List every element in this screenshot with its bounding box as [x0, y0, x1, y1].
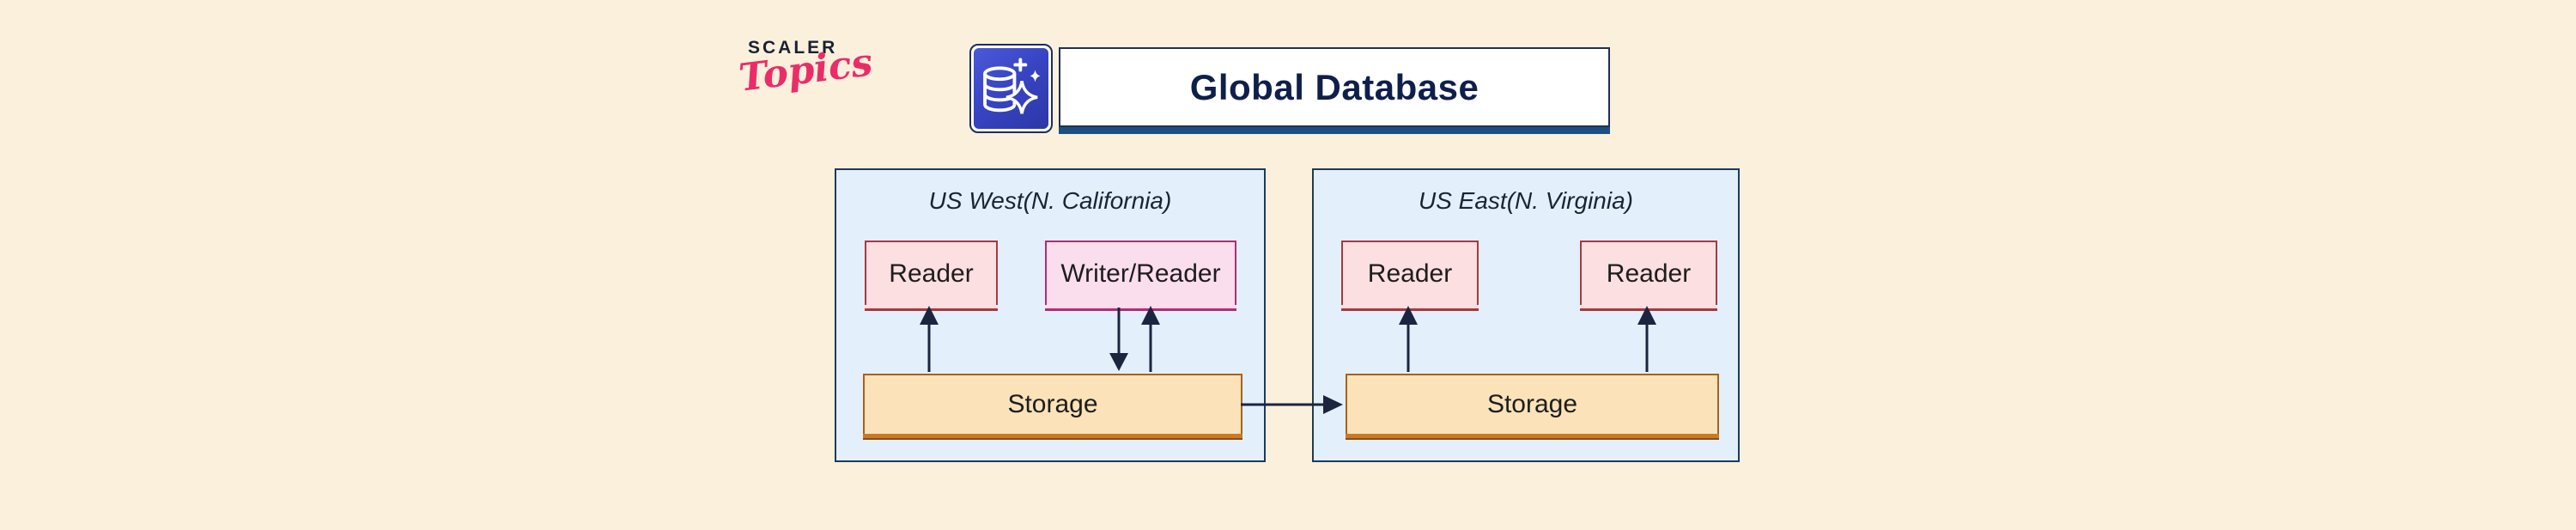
west-storage-label: Storage	[1007, 390, 1098, 418]
west-writer-reader-node: Writer/Reader	[1045, 241, 1236, 311]
header-title: Global Database	[1189, 66, 1479, 107]
east-storage-node: Storage	[1346, 374, 1719, 440]
header-bottom-strip	[1059, 127, 1610, 134]
database-sparkle-icon	[969, 44, 1053, 133]
logo-scaler-text: SCALER	[748, 38, 838, 58]
west-reader-node: Reader	[865, 241, 998, 311]
header-box: Global Database	[1059, 47, 1610, 127]
east-reader-node-2: Reader	[1580, 241, 1717, 311]
east-storage-label: Storage	[1486, 390, 1578, 418]
scaler-topics-logo: SCALER Topics	[737, 38, 875, 101]
east-reader-2-label: Reader	[1606, 259, 1692, 288]
database-icon-graphic	[982, 58, 1041, 114]
region-us-west-title: US West(N. California)	[928, 187, 1172, 214]
west-reader-label: Reader	[889, 259, 974, 288]
database-sparkle-icon-tile	[974, 48, 1048, 129]
east-reader-node-1: Reader	[1341, 241, 1479, 311]
region-us-west: US West(N. California) Reader Writer/Rea…	[835, 168, 1266, 462]
west-storage-node: Storage	[863, 374, 1242, 440]
east-reader-1-label: Reader	[1367, 259, 1453, 288]
region-us-east-title: US East(N. Virginia)	[1418, 187, 1633, 214]
west-writer-reader-label: Writer/Reader	[1060, 259, 1221, 288]
global-database-header: Global Database	[1059, 47, 1610, 134]
region-us-east: US East(N. Virginia) Reader Reader Stora…	[1312, 168, 1740, 462]
